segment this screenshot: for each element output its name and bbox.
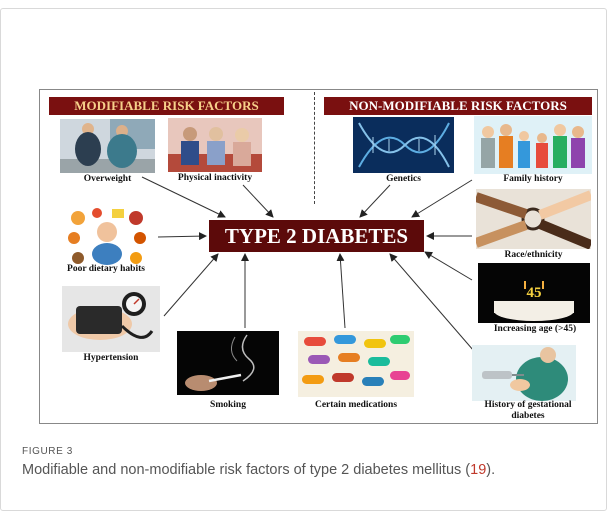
caption-text-after: ). <box>486 462 496 478</box>
label-gestational-line2: diabetes <box>511 411 545 421</box>
arrow-gestational <box>389 253 481 359</box>
label-overweight: Overweight <box>83 174 132 184</box>
increasing-age-photo: 45 <box>478 263 590 323</box>
arrow-overweight <box>141 176 226 218</box>
overweight-photo <box>60 119 155 173</box>
arrow-medications <box>336 253 346 329</box>
caption-text-before: Modifiable and non-modifiable risk facto… <box>22 462 471 478</box>
arrow-genetics <box>359 184 391 218</box>
family-history-photo <box>474 116 592 174</box>
medications-photo <box>298 331 414 397</box>
label-increasing-age: Increasing age (>45) <box>493 324 577 334</box>
figure-caption: Modifiable and non-modifiable risk facto… <box>22 461 582 480</box>
age-candle-number: 45 <box>526 285 542 301</box>
type-2-diabetes-title: TYPE 2 DIABETES <box>209 220 424 252</box>
reference-link[interactable]: 19 <box>470 462 487 478</box>
label-genetics: Genetics <box>386 174 421 184</box>
risk-factors-figure: MODIFIABLE RISK FACTORS NON-MODIFIABLE R… <box>39 89 598 424</box>
race-ethnicity-photo <box>476 189 591 249</box>
arrow-family-history <box>411 179 473 218</box>
arrows-layer <box>141 176 481 359</box>
physical-inactivity-photo <box>168 118 262 172</box>
label-smoking: Smoking <box>210 400 246 410</box>
poor-diet-photo <box>68 208 146 266</box>
label-poor-diet: Poor dietary habits <box>67 264 145 274</box>
figure-card: MODIFIABLE RISK FACTORS NON-MODIFIABLE R… <box>0 8 607 511</box>
arrow-poor-diet <box>157 232 207 241</box>
arrow-physical-inactivity <box>242 184 274 218</box>
hypertension-photo <box>62 286 160 352</box>
genetics-photo <box>353 117 454 173</box>
label-race-ethnicity: Race/ethnicity <box>504 250 563 260</box>
arrow-hypertension <box>163 253 219 317</box>
column-divider <box>314 92 315 204</box>
label-gestational-line1: History of gestational <box>484 400 572 410</box>
modifiable-banner: MODIFIABLE RISK FACTORS <box>49 97 284 115</box>
figure-label: FIGURE 3 <box>22 446 73 457</box>
label-hypertension: Hypertension <box>83 353 139 363</box>
label-medications: Certain medications <box>314 400 398 410</box>
non-modifiable-banner: NON-MODIFIABLE RISK FACTORS <box>324 97 592 115</box>
label-physical-inactivity: Physical inactivity <box>177 173 253 183</box>
smoking-photo <box>177 331 279 395</box>
label-gestational-diabetes: History of gestational diabetes <box>462 400 594 422</box>
gestational-diabetes-photo <box>472 345 576 401</box>
label-family-history: Family history <box>503 174 563 184</box>
arrow-age <box>424 251 473 281</box>
